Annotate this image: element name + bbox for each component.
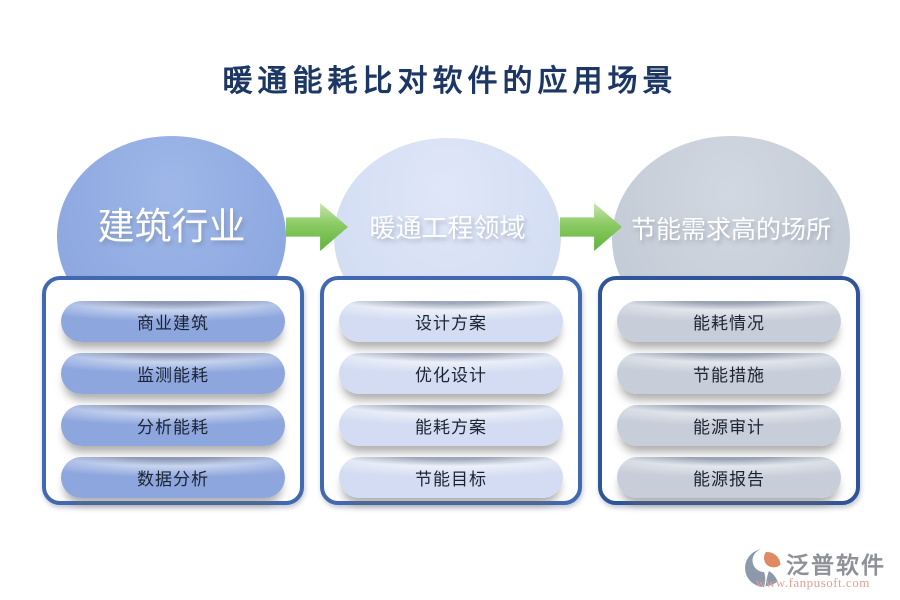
pill-item: 能耗方案 (339, 405, 563, 446)
fanpu-logo-icon (745, 549, 781, 587)
circle-energy-saving-places-label: 节能需求高的场所 (630, 216, 831, 244)
brand-name: 泛普软件 (786, 552, 886, 578)
pill-label: 设计方案 (415, 314, 487, 333)
pill-item: 设计方案 (339, 301, 563, 342)
brand-url: www.fanpusoft.com (756, 575, 870, 590)
pill-item: 优化设计 (339, 353, 563, 394)
pill-label: 优化设计 (415, 366, 487, 385)
pill-item: 节能目标 (339, 457, 563, 498)
pill-item: 数据分析 (61, 457, 285, 498)
pill-item: 能耗情况 (617, 301, 841, 342)
pill-label: 能耗情况 (693, 314, 765, 333)
pill-label: 能耗方案 (415, 418, 487, 437)
pill-label: 监测能耗 (137, 366, 209, 385)
pill-item: 商业建筑 (61, 301, 285, 342)
panel-hvac-engineering: 设计方案 优化设计 能耗方案 节能目标 (320, 276, 582, 505)
circle-hvac-engineering-label: 暖通工程领域 (369, 214, 526, 244)
circle-building-industry-label: 建筑行业 (97, 207, 246, 249)
pill-label: 能源审计 (693, 418, 765, 437)
pill-label: 商业建筑 (137, 314, 209, 333)
pill-label: 节能目标 (415, 470, 487, 489)
panel-energy-saving-places: 能耗情况 节能措施 能源审计 能源报告 (598, 276, 860, 505)
pill-label: 能源报告 (693, 470, 765, 489)
pill-label: 数据分析 (137, 470, 209, 489)
brand-footer: 泛普软件 www.fanpusoft.com (744, 546, 894, 594)
panel-building-industry: 商业建筑 监测能耗 分析能耗 数据分析 (42, 276, 304, 505)
pill-item: 节能措施 (617, 353, 841, 394)
page-title: 暖通能耗比对软件的应用场景 (222, 65, 678, 98)
pill-label: 节能措施 (693, 366, 765, 385)
pill-item: 分析能耗 (61, 405, 285, 446)
pill-label: 分析能耗 (137, 418, 209, 437)
pill-item: 能源报告 (617, 457, 841, 498)
pill-item: 能源审计 (617, 405, 841, 446)
pill-item: 监测能耗 (61, 353, 285, 394)
